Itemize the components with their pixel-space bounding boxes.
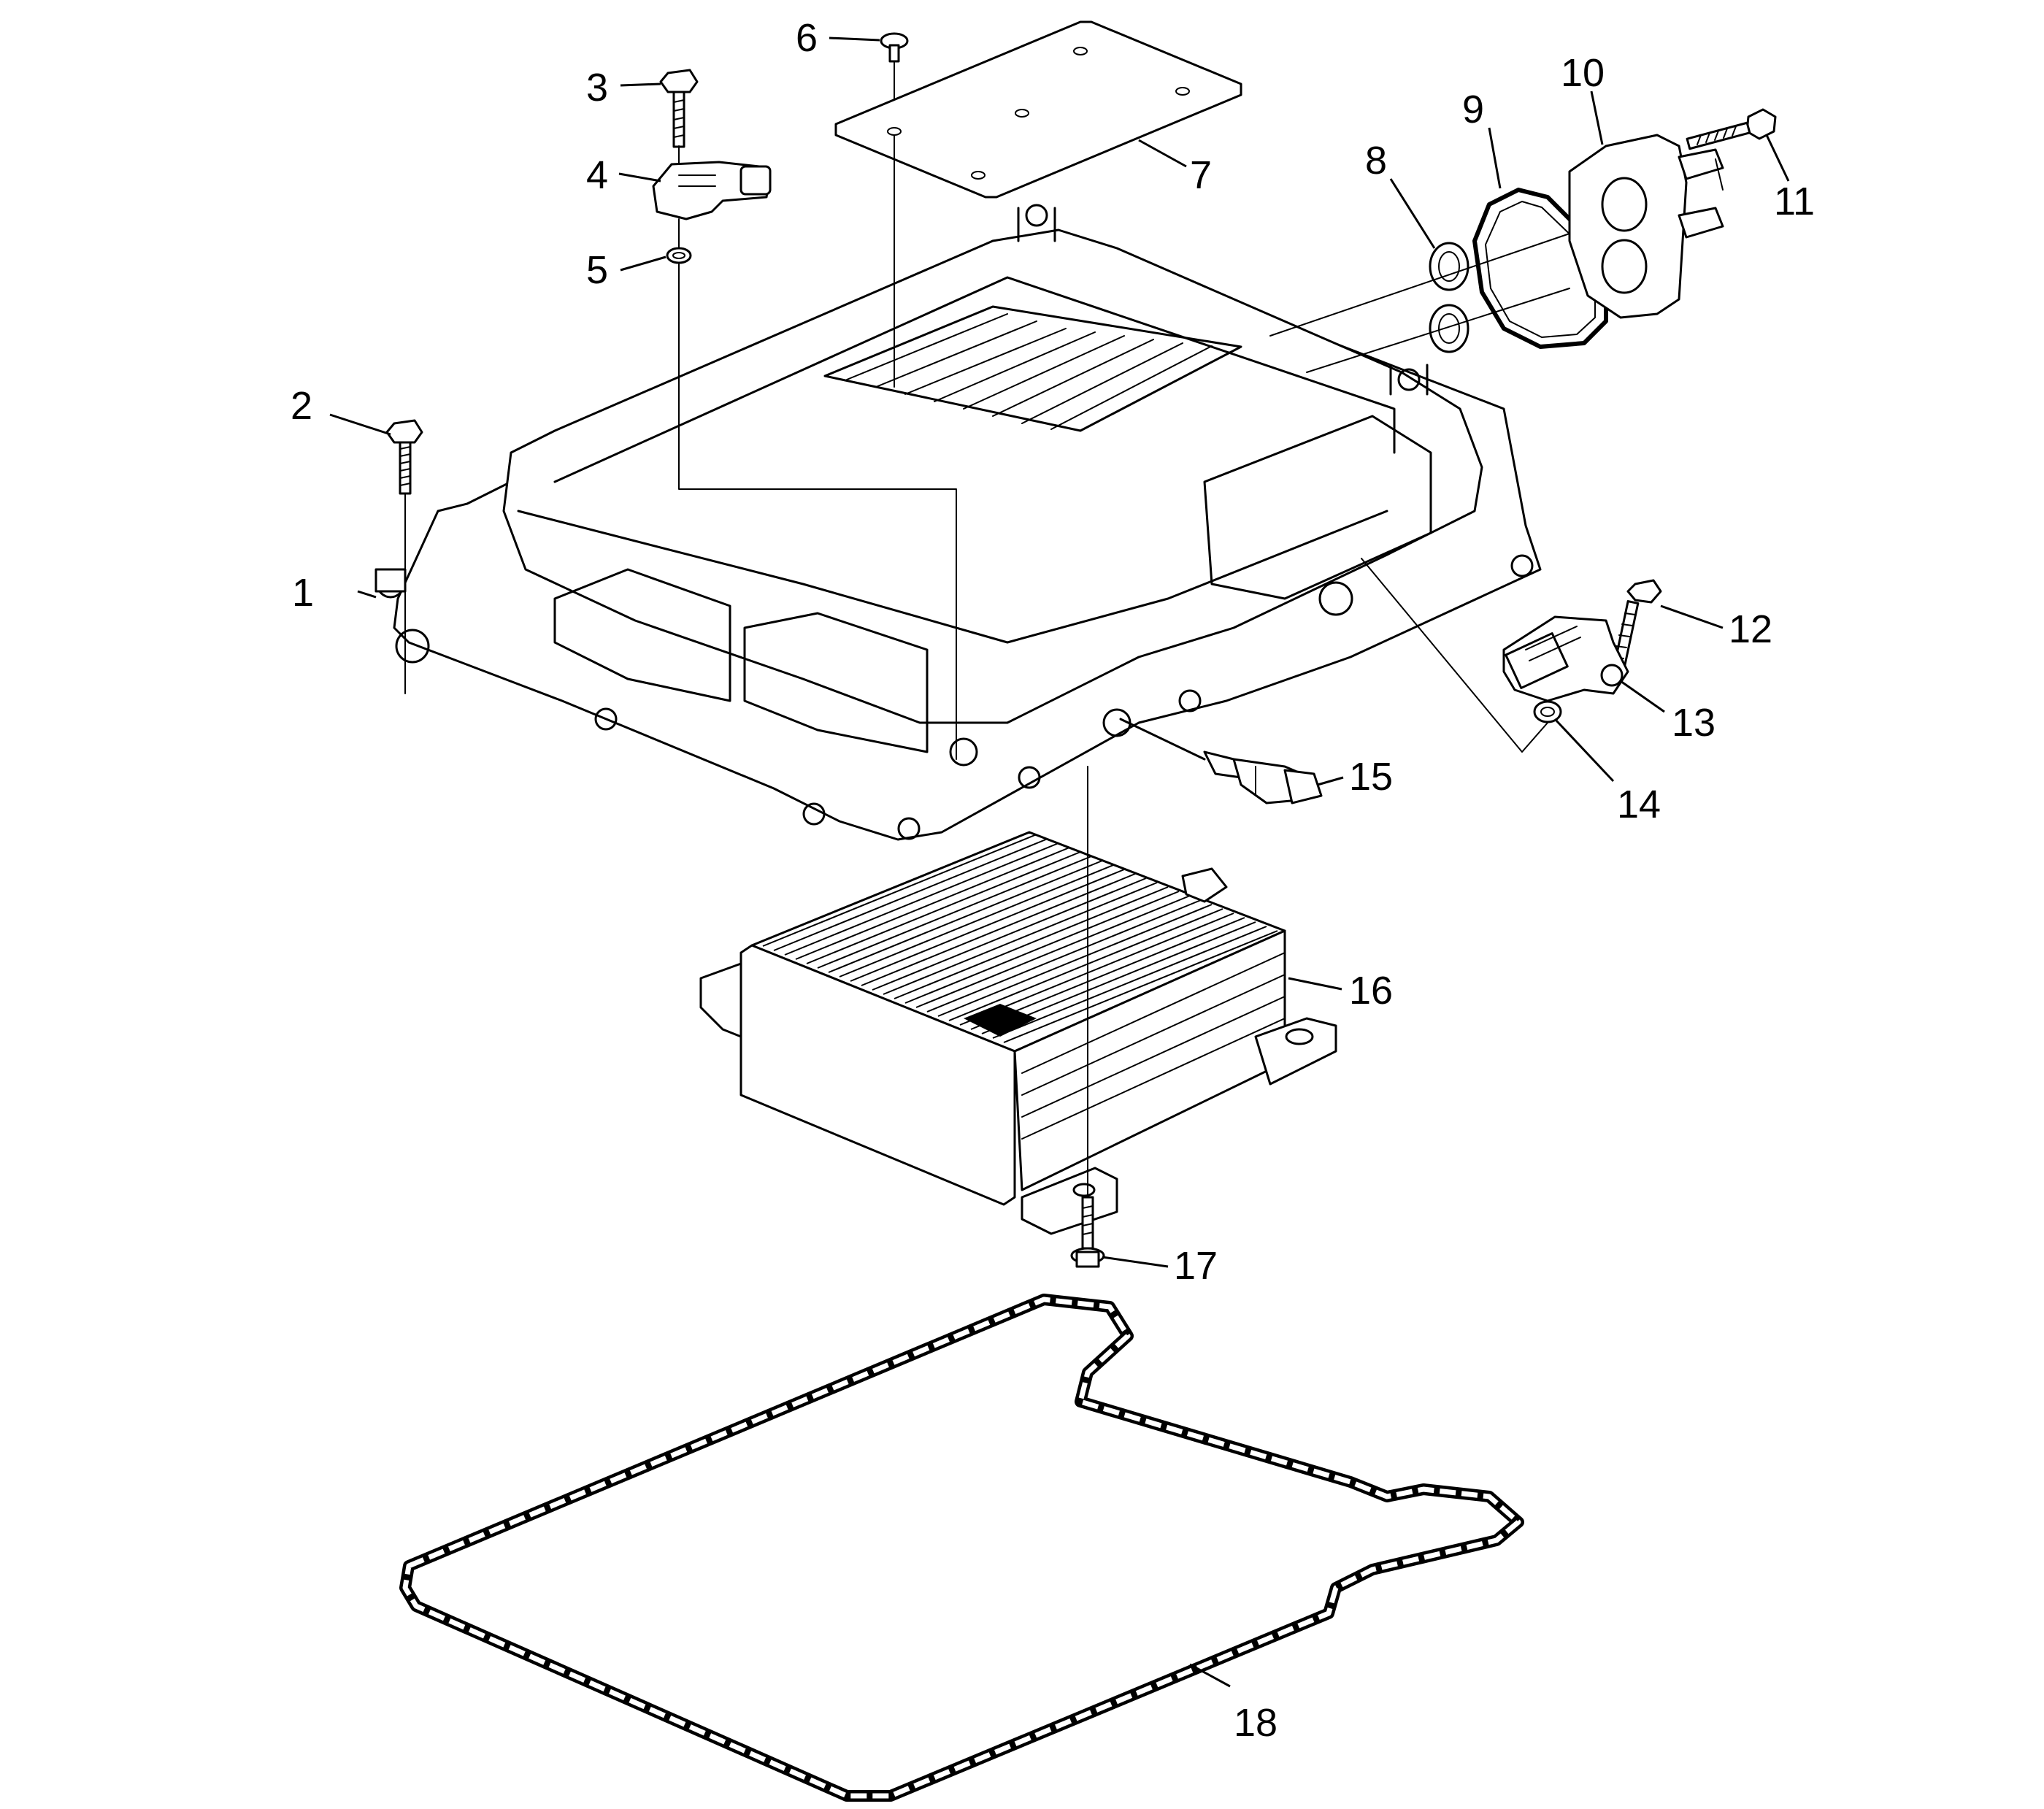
adapter-fitting-part-10	[1568, 134, 1724, 319]
callout-2: 2	[291, 384, 312, 428]
seal-part-5	[666, 247, 692, 264]
pressure-sensor-part-4	[652, 161, 772, 220]
bolt-part-3	[659, 69, 699, 148]
callout-3: 3	[586, 66, 608, 110]
callout-1: 1	[292, 571, 314, 615]
cover-plate-part-7	[834, 20, 1242, 388]
callout-13: 13	[1672, 701, 1716, 745]
assembly-line-sensor-2	[1361, 558, 1548, 753]
seal-part-14	[1533, 700, 1562, 723]
intake-manifold-cover	[376, 204, 1542, 841]
sensor-part-13	[1502, 615, 1629, 702]
temperature-sensor-part-15	[1119, 718, 1323, 804]
callout-labels: 1 2 3 4 5 6 7 8 9 10 11 12 13 14 15 16 1…	[291, 16, 1815, 1745]
callout-17: 17	[1174, 1244, 1218, 1288]
gasket-part-18	[399, 1294, 1524, 1802]
assembly-line-fitting	[1269, 233, 1570, 373]
callout-18: 18	[1234, 1701, 1278, 1745]
bolt-part-2	[385, 419, 423, 694]
callout-7: 7	[1190, 153, 1212, 197]
callout-10: 10	[1561, 51, 1605, 95]
assembly-line-sensor	[678, 145, 957, 760]
bolt-part-11	[1686, 108, 1777, 150]
bolt-part-17	[1070, 766, 1105, 1268]
leader-lines	[329, 37, 1790, 1688]
callout-4: 4	[586, 153, 608, 197]
callout-14: 14	[1617, 783, 1661, 826]
callout-15: 15	[1349, 755, 1393, 799]
callout-5: 5	[586, 248, 608, 292]
callout-16: 16	[1349, 969, 1393, 1013]
charge-air-cooler-part-16	[699, 831, 1337, 1235]
locator-boss-part-1	[374, 568, 407, 593]
callout-8: 8	[1365, 139, 1387, 183]
screw-part-6	[880, 32, 909, 132]
callout-6: 6	[796, 16, 818, 60]
callout-11: 11	[1774, 180, 1815, 223]
bolt-part-12	[1613, 579, 1662, 669]
callout-9: 9	[1462, 88, 1484, 131]
o-ring-seals-part-8	[1429, 242, 1469, 353]
callout-12: 12	[1729, 607, 1772, 651]
